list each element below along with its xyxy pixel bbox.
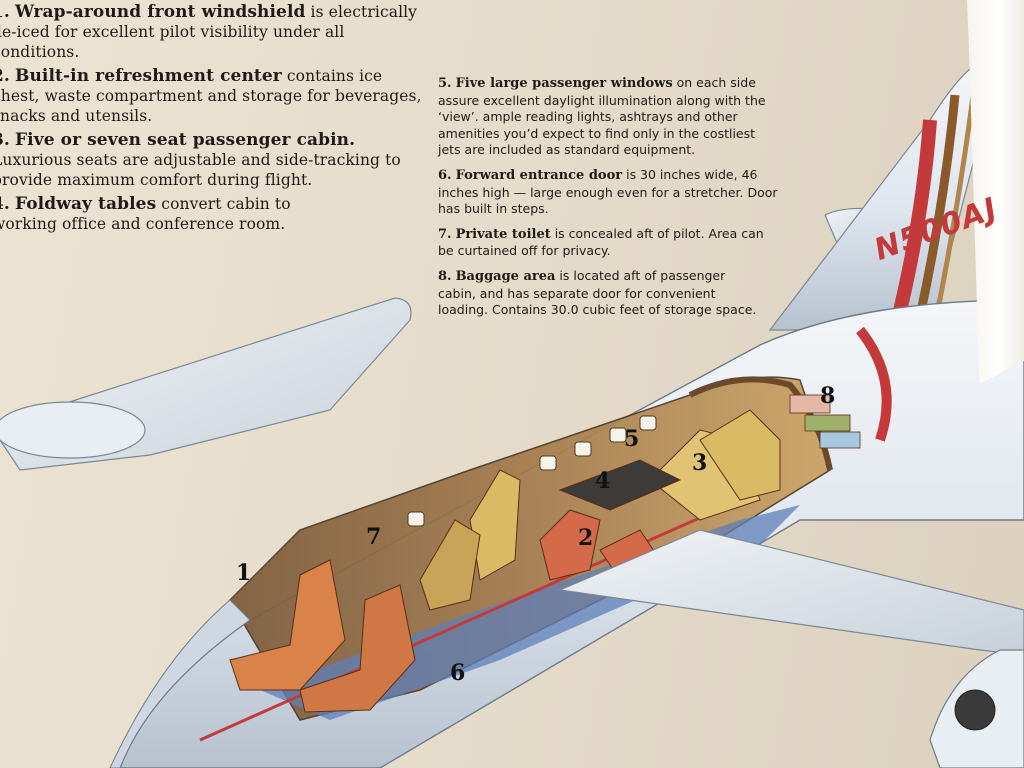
callout-1: 1 xyxy=(236,560,252,586)
callout-6: 6 xyxy=(450,660,466,686)
item-number: 5. xyxy=(438,76,452,91)
callout-5: 5 xyxy=(624,426,640,452)
item-body: is concealed aft of pilot. Area can be c… xyxy=(438,225,764,259)
item-heading: Baggage area xyxy=(455,268,556,284)
baggage-area xyxy=(789,394,861,449)
item-number: 7. xyxy=(438,226,452,242)
nose xyxy=(109,599,251,768)
item-heading: Private toilet xyxy=(455,226,551,242)
item-number: 8. xyxy=(438,268,452,284)
item-body: convert cabin to working office and conf… xyxy=(0,195,291,233)
item-number: 3. xyxy=(0,130,10,150)
item-body: on each side assure excellent daylight i… xyxy=(438,75,766,158)
callout-2: 2 xyxy=(578,525,594,551)
passenger-windows xyxy=(407,415,657,527)
item-heading: Foldway tables xyxy=(14,194,157,214)
item-heading: Wrap-around front windshield xyxy=(14,2,306,22)
item-heading: Built-in refreshment center xyxy=(14,66,282,86)
near-wing xyxy=(557,529,1024,656)
feature-item: 4. Foldway tables convert cabin to worki… xyxy=(0,194,292,234)
item-heading: Five or seven seat passenger cabin. xyxy=(14,130,356,150)
feature-item: 5. Five large passenger windows on each … xyxy=(438,75,778,159)
callout-8: 8 xyxy=(820,383,836,409)
item-body: Luxurious seats are adjustable and side-… xyxy=(0,151,401,189)
feature-item: 8. Baggage area is located aft of passen… xyxy=(438,268,763,319)
feature-item: 1. Wrap-around front windshield is elect… xyxy=(0,2,422,62)
item-number: 2. xyxy=(0,66,10,86)
feature-item: 7. Private toilet is concealed aft of pi… xyxy=(438,226,778,260)
item-body: is located aft of passenger cabin, and h… xyxy=(438,267,757,318)
item-number: 6. xyxy=(438,167,452,183)
item-body: contains ice chest, waste compartment an… xyxy=(0,67,422,125)
item-heading: Five large passenger windows xyxy=(455,76,673,91)
cabin-seats xyxy=(229,409,781,713)
callout-7: 7 xyxy=(366,524,382,550)
feature-item: 2. Built-in refreshment center contains … xyxy=(0,66,422,126)
item-body: is electrically de-iced for excellent pi… xyxy=(0,3,418,61)
feature-list-left: 1. Wrap-around front windshield is elect… xyxy=(0,2,422,238)
item-number: 4. xyxy=(0,194,10,214)
callout-4: 4 xyxy=(595,468,611,494)
wing-tip-tank xyxy=(0,401,146,459)
item-number: 1. xyxy=(0,2,10,22)
feature-list-right: 5. Five large passenger windows on each … xyxy=(438,75,778,327)
feature-item: 3. Five or seven seat passenger cabin. L… xyxy=(0,130,422,190)
item-heading: Forward entrance door xyxy=(455,167,623,183)
item-body: is 30 inches wide, 46 inches high — larg… xyxy=(438,166,778,217)
callout-3: 3 xyxy=(692,450,708,476)
feature-item: 6. Forward entrance door is 30 inches wi… xyxy=(438,167,778,218)
